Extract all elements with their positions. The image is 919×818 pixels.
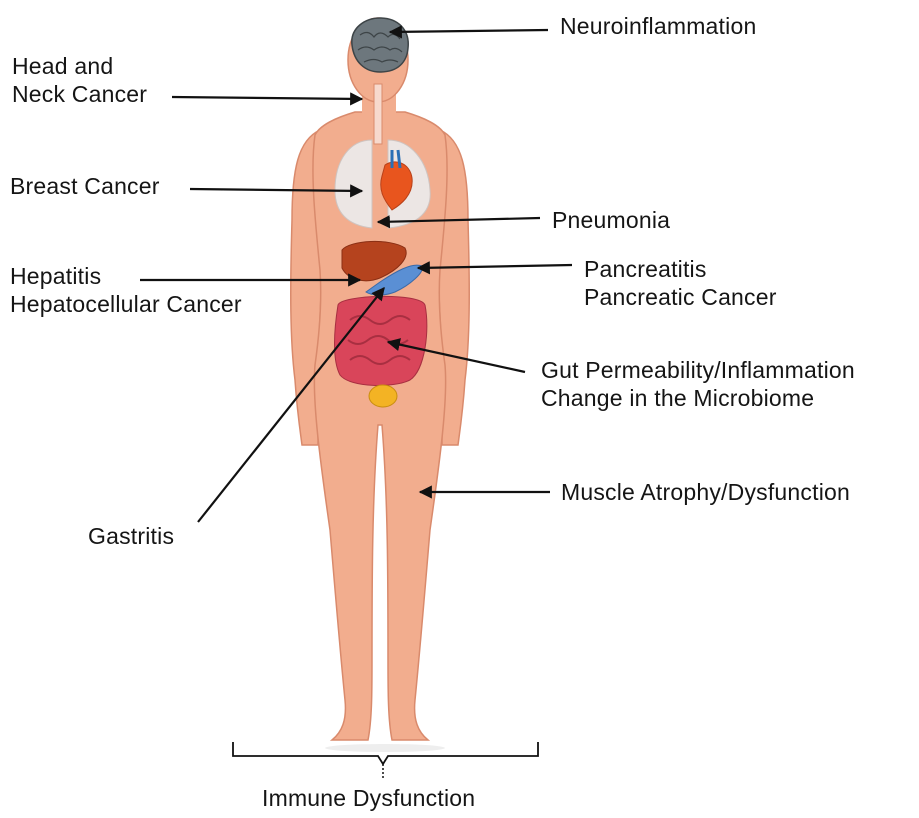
trachea xyxy=(374,84,382,144)
label-head-neck-line2: Neck Cancer xyxy=(12,80,147,108)
label-head-neck-line1: Head and xyxy=(12,52,147,80)
label-neuroinflammation: Neuroinflammation xyxy=(560,12,756,40)
label-gut: Gut Permeability/Inflammation Change in … xyxy=(541,356,855,412)
label-gastritis: Gastritis xyxy=(88,522,174,550)
label-pancreatitis: Pancreatitis Pancreatic Cancer xyxy=(584,255,777,311)
label-hepatitis: Hepatitis Hepatocellular Cancer xyxy=(10,262,242,318)
label-pancreatitis-line2: Pancreatic Cancer xyxy=(584,283,777,311)
label-gut-line2: Change in the Microbiome xyxy=(541,384,855,412)
label-gut-line1: Gut Permeability/Inflammation xyxy=(541,356,855,384)
label-hepatitis-line2: Hepatocellular Cancer xyxy=(10,290,242,318)
arrow-head-neck xyxy=(172,97,362,99)
label-muscle-atrophy: Muscle Atrophy/Dysfunction xyxy=(561,478,850,506)
arrow-neuroinflammation xyxy=(390,30,548,32)
label-breast-cancer: Breast Cancer xyxy=(10,172,160,200)
floor-shadow xyxy=(325,744,445,752)
label-pancreatitis-line1: Pancreatitis xyxy=(584,255,777,283)
label-head-neck-cancer: Head and Neck Cancer xyxy=(12,52,147,108)
brain xyxy=(352,18,408,72)
bladder xyxy=(369,385,397,407)
label-pneumonia: Pneumonia xyxy=(552,206,670,234)
label-hepatitis-line1: Hepatitis xyxy=(10,262,242,290)
label-immune-dysfunction: Immune Dysfunction xyxy=(262,784,475,812)
